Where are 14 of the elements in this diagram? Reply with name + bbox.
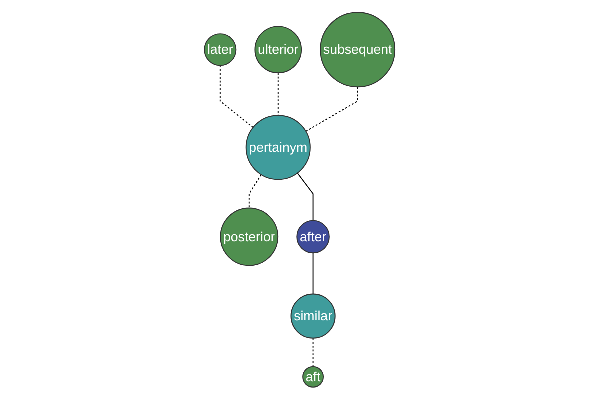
connector-line [312,338,314,368]
node-circle: pertainym [246,115,312,180]
connector-line [249,174,262,209]
node-circle: ulterior [254,26,302,74]
connector-line [220,65,254,128]
node-circle: posterior [220,208,279,266]
node-circle: after [296,220,330,254]
connector-line [297,172,314,222]
node-circle: similar [290,294,336,339]
node-circle: aft [302,366,324,388]
connector-line [306,86,358,132]
connector-line [312,252,314,295]
node-circle: later [204,34,237,66]
node-circle: subsequent [320,12,396,88]
